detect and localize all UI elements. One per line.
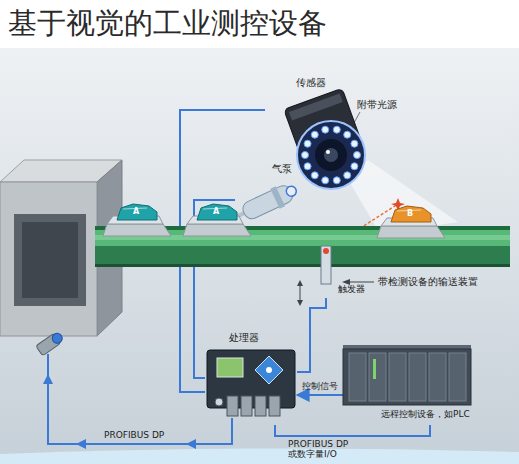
node-label: B — [407, 209, 413, 218]
connector-port — [227, 396, 238, 416]
connector-port — [241, 396, 252, 416]
led — [322, 126, 329, 133]
led — [311, 172, 318, 179]
led — [304, 163, 311, 170]
camera-highlight — [289, 93, 343, 120]
led — [354, 152, 361, 159]
motion-arrow — [300, 284, 301, 302]
plc-module — [429, 353, 446, 401]
led — [302, 152, 309, 159]
trigger-post — [321, 246, 331, 284]
lens-mount — [315, 139, 347, 171]
control-wire — [297, 394, 343, 396]
ring-light — [297, 121, 365, 189]
led — [333, 126, 340, 133]
node-label: 处理器 — [229, 332, 259, 344]
trigger-emitter — [323, 248, 329, 254]
hose-port — [285, 185, 298, 198]
callout-label: 附带光源 — [357, 99, 397, 111]
plc-module — [349, 353, 366, 401]
workpiece-a: A — [103, 202, 171, 238]
wire-arrow — [43, 374, 53, 384]
led — [344, 172, 351, 179]
lens-glint — [326, 150, 330, 154]
node-label: 带检测设备的输送装置 — [378, 276, 478, 288]
housing-opening — [14, 214, 86, 306]
plc-controller: 远程控制设备，如PLC — [343, 345, 513, 425]
led — [344, 131, 351, 138]
vision-processor: 处理器 — [205, 330, 297, 425]
air-pump: 气泵 — [235, 160, 305, 222]
plc-module — [369, 353, 386, 401]
conveyor-belt: 带检测设备的输送装置AAB — [95, 226, 510, 268]
light-beam — [346, 160, 458, 234]
plc-module — [409, 353, 426, 401]
workpiece — [117, 204, 157, 220]
nav-center — [266, 367, 272, 373]
node-label: 气泵 — [272, 163, 292, 175]
connector-group — [180, 110, 430, 436]
plc-rack — [343, 349, 471, 405]
trigger-wire — [297, 298, 326, 372]
fieldbus-wire — [275, 425, 430, 436]
workpiece-b: B — [377, 204, 445, 240]
motion-arrow-head — [297, 280, 303, 286]
workpiece-a: A — [183, 202, 251, 238]
led — [351, 163, 358, 170]
background-panel — [0, 48, 519, 464]
node-shape — [235, 160, 305, 222]
wire-arrow — [186, 439, 196, 449]
led — [333, 177, 340, 184]
node-label: A — [213, 207, 219, 216]
wire-arrow — [76, 439, 86, 449]
lens — [324, 148, 338, 162]
nav-button — [255, 356, 283, 384]
fixture-base — [103, 224, 171, 236]
workpiece — [197, 204, 237, 220]
connector-label: PROFIBUS DP 或数字量I/O — [288, 439, 360, 460]
camera-sensor: 传感器 — [265, 75, 390, 200]
workpiece — [391, 206, 431, 222]
led — [322, 177, 329, 184]
led — [351, 140, 358, 147]
belt-bottom — [95, 264, 510, 267]
node-shape — [265, 75, 390, 200]
node-label: 传感器 — [296, 77, 326, 89]
page-title: 基于视觉的工业测控设备 — [8, 4, 327, 44]
plc-module — [389, 353, 406, 401]
fixture-base — [183, 224, 251, 236]
housing-front — [0, 182, 97, 336]
cylinder-ring — [270, 186, 285, 208]
connector-round — [215, 398, 223, 406]
fieldbus-wire — [48, 354, 232, 444]
node-shape — [205, 330, 297, 425]
node-label: 远程控制设备，如PLC — [381, 409, 470, 419]
housing-inner — [22, 222, 78, 298]
led — [311, 131, 318, 138]
leader-line — [346, 282, 374, 283]
connector-port — [269, 396, 280, 416]
bottom-band — [0, 448, 519, 464]
sensor-lens — [50, 331, 64, 345]
plc-module — [449, 353, 466, 401]
processor-screen — [217, 358, 243, 377]
connector-label: 控制信号 — [302, 381, 338, 391]
belt-front — [95, 246, 510, 264]
signal-name: PROFIBUS DP — [104, 430, 164, 440]
led — [304, 140, 311, 147]
housing-sensor — [36, 331, 65, 356]
connector-port — [255, 396, 266, 416]
status-led — [373, 359, 376, 379]
fixture-base — [377, 226, 445, 238]
motion-arrow-head — [297, 300, 303, 306]
node-label: A — [133, 207, 139, 216]
node-label: 触发器 — [338, 284, 365, 294]
trigger-sensor: 触发器 — [316, 240, 378, 298]
